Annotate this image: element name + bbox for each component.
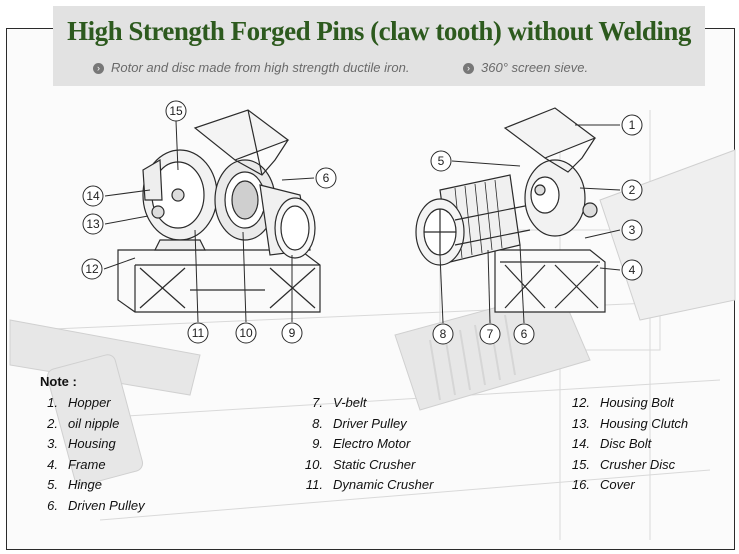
note-number: 9. — [312, 436, 323, 452]
note-label: Housing Clutch — [600, 415, 689, 431]
note-label: Driver Pulley — [333, 415, 407, 431]
note-number: 7. — [312, 395, 323, 410]
note-label: Electro Motor — [333, 436, 411, 452]
note-number: 13. — [571, 415, 590, 431]
note-label: Dynamic Crusher — [333, 477, 434, 493]
feature-sieve: › 360° screen sieve. — [463, 60, 588, 75]
callout-right-2: 5 — [438, 154, 445, 168]
note-label: Housing — [68, 436, 116, 452]
note-label: Hopper — [68, 395, 111, 410]
note-label: Static Crusher — [333, 456, 416, 472]
note-label: Disc Bolt — [600, 436, 652, 452]
callouts-right — [439, 124, 621, 324]
note-label: Crusher Disc — [600, 456, 676, 472]
note-item: 12. Housing Bolt — [560, 395, 688, 416]
note-item: 11. Dynamic Crusher — [290, 477, 434, 498]
note-number: 6. — [47, 497, 58, 513]
header-banner: High Strength Forged Pins (claw tooth) w… — [53, 6, 705, 86]
note-number: 3. — [47, 436, 58, 452]
note-number: 5. — [47, 477, 58, 493]
note-number: 14. — [571, 436, 590, 452]
note-number: 8. — [312, 415, 323, 431]
callout-circles-left — [81, 100, 337, 344]
note-number: 2. — [47, 415, 58, 431]
note-item: 6. Driven Pulley — [30, 497, 145, 519]
note-number: 1. — [47, 395, 58, 410]
note-label: Driven Pulley — [68, 497, 145, 513]
callout-right-4: 3 — [629, 223, 636, 237]
callout-left-4: 12 — [85, 262, 99, 276]
left-machine — [117, 109, 321, 313]
callouts-left — [103, 120, 315, 323]
callout-left-8: 6 — [323, 171, 330, 185]
note-item: 16. Cover — [560, 477, 688, 498]
note-item: 10. Static Crusher — [290, 457, 433, 478]
chevron-right-icon: › — [93, 63, 104, 74]
notes-heading: Note : — [40, 374, 77, 389]
note-label: V-belt — [333, 395, 367, 410]
note-item: 14. Disc Bolt — [560, 436, 688, 457]
note-number: 4. — [47, 456, 58, 472]
note-item: 13. Housing Clutch — [560, 416, 688, 437]
notes-column-3: 12. Housing Bolt 13. Housing Clutch 14. Dis… — [560, 395, 688, 498]
chevron-right-icon: › — [463, 63, 474, 74]
feature-rotor: › Rotor and disc made from high strength … — [93, 60, 409, 75]
note-label: Hinge — [68, 477, 102, 493]
note-number: 11. — [305, 477, 323, 493]
note-item: 1. Hopper — [30, 395, 145, 416]
feature-sieve-text: 360° screen sieve. — [481, 60, 589, 75]
note-item: 4. Frame — [30, 457, 145, 478]
right-machine — [415, 107, 606, 313]
notes-column-2: 7. V-belt 8. Driver Pulley 9. Electro Motor… — [290, 395, 434, 498]
callout-left-7: 9 — [289, 326, 296, 340]
callout-left-2: 14 — [86, 189, 100, 203]
note-item: 3. Housing — [30, 436, 145, 457]
callout-right-7: 7 — [487, 327, 494, 341]
note-item: 5. Hinge — [30, 477, 145, 498]
note-item: 15. Crusher Disc — [560, 457, 688, 478]
note-label: Cover — [600, 477, 635, 493]
callout-right-1: 1 — [629, 118, 636, 132]
callout-left-6: 10 — [239, 326, 253, 340]
note-number: 12. — [571, 395, 590, 410]
callout-circles-right — [430, 114, 643, 345]
callout-right-8: 6 — [521, 327, 528, 341]
note-number: 16. — [571, 477, 590, 493]
callout-left-3: 13 — [86, 217, 100, 231]
note-label: Frame — [68, 456, 106, 472]
note-item: 2. oil nipple — [30, 416, 145, 437]
note-item: 9. Electro Motor — [290, 436, 433, 457]
callout-right-6: 8 — [440, 327, 447, 341]
callout-left-1: 15 — [169, 104, 183, 118]
feature-rotor-text: Rotor and disc made from high strength d… — [111, 60, 410, 75]
page-title: High Strength Forged Pins (claw tooth) w… — [67, 16, 691, 46]
note-number: 15. — [571, 456, 590, 472]
callout-left-5: 11 — [192, 326, 205, 340]
note-item: 8. Driver Pulley — [290, 416, 433, 437]
callout-right-5: 4 — [629, 263, 636, 277]
note-number: 10. — [304, 456, 323, 472]
note-label: oil nipple — [68, 415, 120, 431]
callout-right-3: 2 — [629, 183, 636, 197]
note-item: 7. V-belt — [290, 395, 433, 416]
note-label: Housing Bolt — [600, 395, 674, 410]
notes-column-1: 1.Hopper 2.oil nipple 3.Housing 4.Frame … — [30, 395, 145, 519]
